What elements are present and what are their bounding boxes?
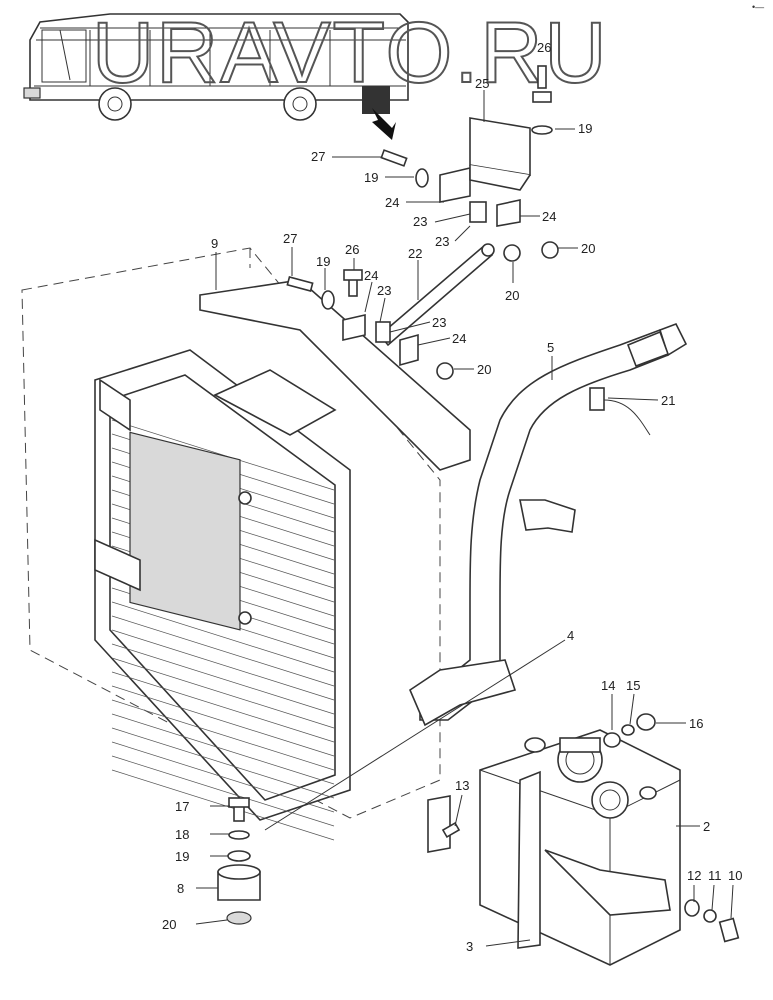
fin-line (111, 755, 335, 827)
callout-19: 19 (175, 849, 189, 864)
callout-11: 11 (708, 868, 722, 883)
callout-23: 23 (435, 234, 449, 249)
fin-line (111, 643, 335, 715)
sensor (589, 387, 651, 436)
callout-27: 27 (283, 231, 297, 246)
callout-24: 24 (385, 195, 399, 210)
fin-line (111, 601, 335, 673)
fin-line (111, 727, 335, 799)
leader-lines (195, 90, 734, 947)
callout-2: 2 (703, 819, 710, 834)
callout-19: 19 (316, 254, 330, 269)
fin-line (111, 699, 335, 771)
callout-20: 20 (162, 917, 176, 932)
callout-10: 10 (728, 868, 742, 883)
callout-8: 8 (177, 881, 184, 896)
fin-line (111, 657, 335, 729)
tank-clamp-bracket (427, 795, 451, 853)
callout-26: 26 (537, 40, 551, 55)
callout-24: 24 (364, 268, 378, 283)
callout-21: 21 (661, 393, 675, 408)
callout-17: 17 (175, 799, 189, 814)
callout-23: 23 (377, 283, 391, 298)
radiator-enclosure-outline (21, 247, 441, 819)
expansion-tank (479, 729, 681, 966)
callout-24: 24 (542, 209, 556, 224)
fin-line (111, 741, 335, 813)
callout-22: 22 (408, 246, 422, 261)
callout-20: 20 (477, 362, 491, 377)
fin-line (111, 685, 335, 757)
callout-26: 26 (345, 242, 359, 257)
stay-rod-assembly (342, 117, 531, 367)
callout-20: 20 (505, 288, 519, 303)
fin-line (111, 713, 335, 785)
fasteners (286, 65, 559, 380)
callout-12: 12 (687, 868, 701, 883)
callout-16: 16 (689, 716, 703, 731)
fin-line (111, 671, 335, 743)
bus-illustration (23, 13, 409, 121)
callout-25: 25 (475, 76, 489, 91)
location-arrow (372, 108, 396, 140)
corner-mark: •— (752, 2, 764, 12)
callout-20: 20 (581, 241, 595, 256)
radiator (94, 349, 351, 841)
elbow-hose (519, 499, 576, 533)
fin-line (111, 629, 335, 701)
callout-19: 19 (578, 121, 592, 136)
tank-fasteners (441, 713, 740, 943)
fin-line (111, 615, 335, 687)
callout-27: 27 (311, 149, 325, 164)
lower-hose (409, 659, 517, 727)
callout-23: 23 (432, 315, 446, 330)
radiator-fins (111, 419, 335, 841)
rubber-mount-stack (217, 797, 261, 925)
callout-5: 5 (547, 340, 554, 355)
callout-4: 4 (567, 628, 574, 643)
fin-line (111, 419, 335, 491)
callout-24: 24 (452, 331, 466, 346)
callout-23: 23 (413, 214, 427, 229)
top-bracket (213, 369, 337, 436)
fin-line (111, 769, 335, 841)
callout-3: 3 (466, 939, 473, 954)
callout-14: 14 (601, 678, 615, 693)
watermark: URAVTO.RU (92, 5, 609, 101)
callout-13: 13 (455, 778, 469, 793)
callout-19: 19 (364, 170, 378, 185)
callout-15: 15 (626, 678, 640, 693)
callout-18: 18 (175, 827, 189, 842)
callout-9: 9 (211, 236, 218, 251)
callout-labels: 26 25 19 27 19 24 24 23 23 20 9 27 26 19… (162, 40, 742, 954)
